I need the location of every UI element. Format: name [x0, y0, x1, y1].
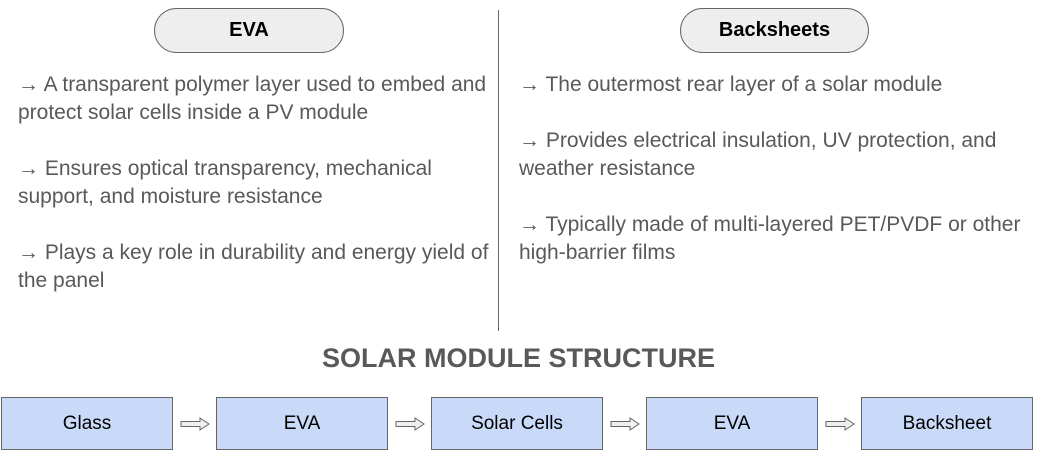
- layer-eva-rear: EVA: [646, 397, 818, 450]
- layer-backsheet: Backsheet: [861, 397, 1033, 450]
- eva-point: → A transparent polymer layer used to em…: [18, 73, 487, 124]
- backsheet-point: → The outermost rear layer of a solar mo…: [519, 73, 943, 96]
- layer-eva-front: EVA: [216, 397, 388, 450]
- arrow-right-icon: [825, 417, 855, 431]
- eva-heading: EVA: [154, 8, 344, 53]
- layer-solar-cells: Solar Cells: [431, 397, 603, 450]
- arrow-right-icon: [610, 417, 640, 431]
- structure-title: SOLAR MODULE STRUCTURE: [322, 343, 715, 373]
- backsheets-heading: Backsheets: [680, 8, 869, 53]
- eva-point: → Plays a key role in durability and ene…: [18, 241, 489, 292]
- eva-point: → Ensures optical transparency, mechanic…: [18, 157, 432, 208]
- backsheet-points: → The outermost rear layer of a solar mo…: [519, 71, 1029, 295]
- backsheet-point: → Provides electrical insulation, UV pro…: [519, 129, 997, 180]
- layer-glass: Glass: [1, 397, 173, 450]
- eva-points: → A transparent polymer layer used to em…: [18, 71, 493, 323]
- arrow-right-icon: [395, 417, 425, 431]
- arrow-right-icon: [180, 417, 210, 431]
- backsheet-point: → Typically made of multi-layered PET/PV…: [519, 213, 1021, 264]
- divider: [498, 10, 499, 331]
